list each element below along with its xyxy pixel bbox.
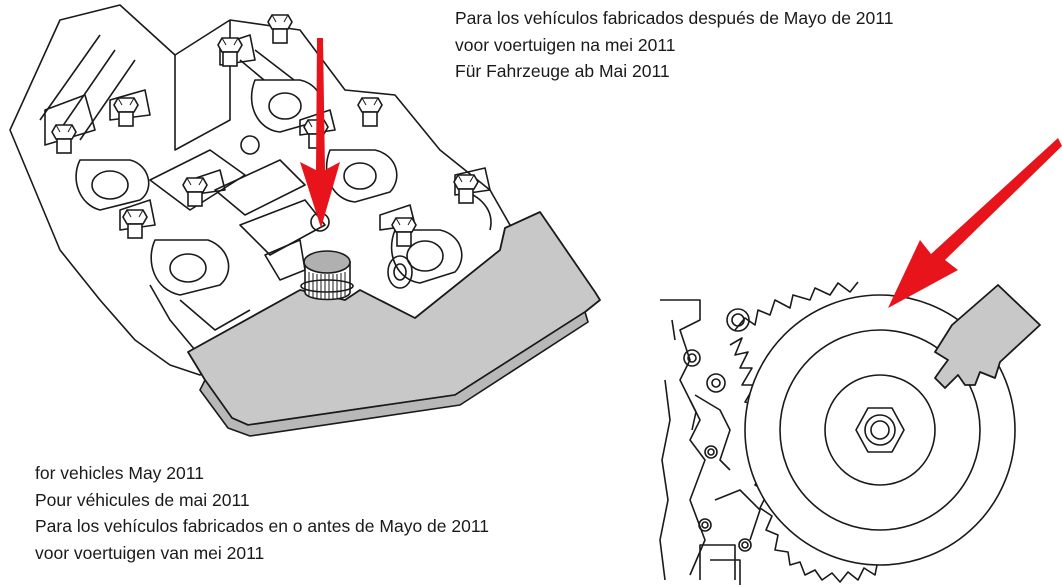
knurled-knob xyxy=(300,250,354,301)
caption-after-may-2011: Para los vehículos fabricados después de… xyxy=(455,5,893,85)
caption-line: voor voertuigen van mei 2011 xyxy=(35,542,265,563)
caption-line: voor voertuigen na mei 2011 xyxy=(455,34,676,55)
caption-line: Para los vehículos fabricados después de… xyxy=(455,8,894,28)
sprocket-timing-tool xyxy=(934,284,1041,389)
caption-line: Für Fahrzeuge ab Mai 2011 xyxy=(455,61,670,81)
camshaft-locking-plate xyxy=(187,211,601,437)
down-arrow-icon xyxy=(300,38,340,228)
caption-before-may-2011: for vehicles May 2011 Pour véhicules de … xyxy=(35,460,489,566)
diagonal-arrow-icon xyxy=(888,138,1062,308)
caption-line: Pour véhicules de mai 2011 xyxy=(35,489,250,510)
caption-line: Para los vehículos fabricados en o antes… xyxy=(35,516,489,536)
cylinder-head-illustration xyxy=(9,4,511,376)
caption-line: for vehicles May 2011 xyxy=(35,463,204,483)
